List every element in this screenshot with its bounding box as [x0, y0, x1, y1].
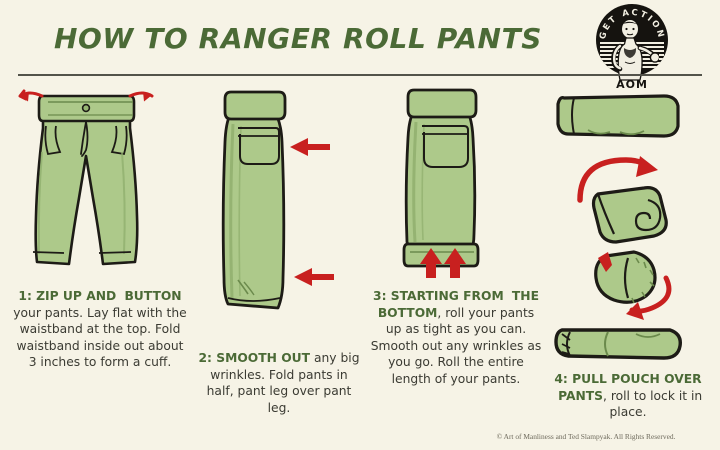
step-1-heading-lead: 1: ZIP UP AND: [18, 289, 117, 303]
pants-folded-in-half-icon: [221, 90, 336, 310]
step-2-body: any big wrinkles. Fold pants in half, pa…: [206, 351, 360, 415]
step-1-body: your pants. Lay flat with the waistband …: [13, 305, 187, 370]
curved-arrow-roll: [577, 156, 658, 203]
step-3-body: , roll your pants up as tight as you can…: [370, 305, 542, 386]
roll-up-arrow-right: [444, 248, 466, 278]
step-4-caption: 4: PULL POUCH OVER PANTS, roll to lock i…: [536, 371, 720, 421]
step-3-illustration-group: [360, 82, 552, 280]
pouch-tuck-arrow: [598, 252, 612, 272]
bundle-rolling-stage: [591, 186, 668, 244]
step-2-caption: 2: SMOOTH OUT any big wrinkles. Fold pan…: [186, 350, 372, 416]
logo-figure-icon: [611, 18, 659, 81]
waistband-right-fold-arrow: [128, 91, 154, 102]
roll-up-arrow-left: [420, 248, 442, 278]
step-4-heading-tail: PANTS: [558, 388, 603, 403]
step-4-illustration-group: [536, 82, 720, 360]
rolled-bundle-stage: [556, 94, 680, 138]
step-3-heading-lead: 3: STARTING FROM: [373, 289, 504, 303]
step-4-heading-lead: 4: PULL POUCH OVER: [554, 372, 702, 386]
aom-logo: GET ACTION: [591, 4, 673, 92]
pants-folded-with-cuff-icon: [402, 88, 480, 278]
page-title: HOW TO RANGER ROLL PANTS: [53, 22, 543, 55]
copyright-notice: © Art of Manliness and Ted Slampyak. All…: [496, 432, 676, 441]
header-divider: [18, 74, 702, 76]
smooth-arrow-upper: [288, 136, 332, 158]
step-1-illustration-group: [2, 82, 198, 282]
roll-and-pouch-sequence-icon: [554, 94, 682, 360]
step-1-heading-tail: BUTTON: [124, 289, 182, 303]
step-4-body: , roll to lock it in place.: [603, 388, 703, 420]
step-1-caption: 1: ZIP UP AND BUTTON your pants. Lay fla…: [2, 288, 198, 371]
smooth-arrow-lower: [292, 266, 336, 288]
step-3-caption: 3: STARTING FROM THE BOTTOM, roll your p…: [360, 288, 552, 387]
step-3-heading-tail: THE BOTTOM: [377, 289, 539, 320]
pants-laid-flat-icon: [18, 89, 154, 266]
logo-brand-label: AOM: [616, 78, 648, 91]
curved-arrow-pouch: [626, 275, 672, 320]
step-2-heading: 2: SMOOTH OUT: [198, 351, 311, 365]
waistband-left-fold-arrow: [18, 89, 44, 102]
header: HOW TO RANGER ROLL PANTS GET ACTION: [0, 0, 720, 91]
step-2-illustration-group: [186, 82, 372, 340]
finished-ranger-roll-stage: [554, 328, 682, 360]
